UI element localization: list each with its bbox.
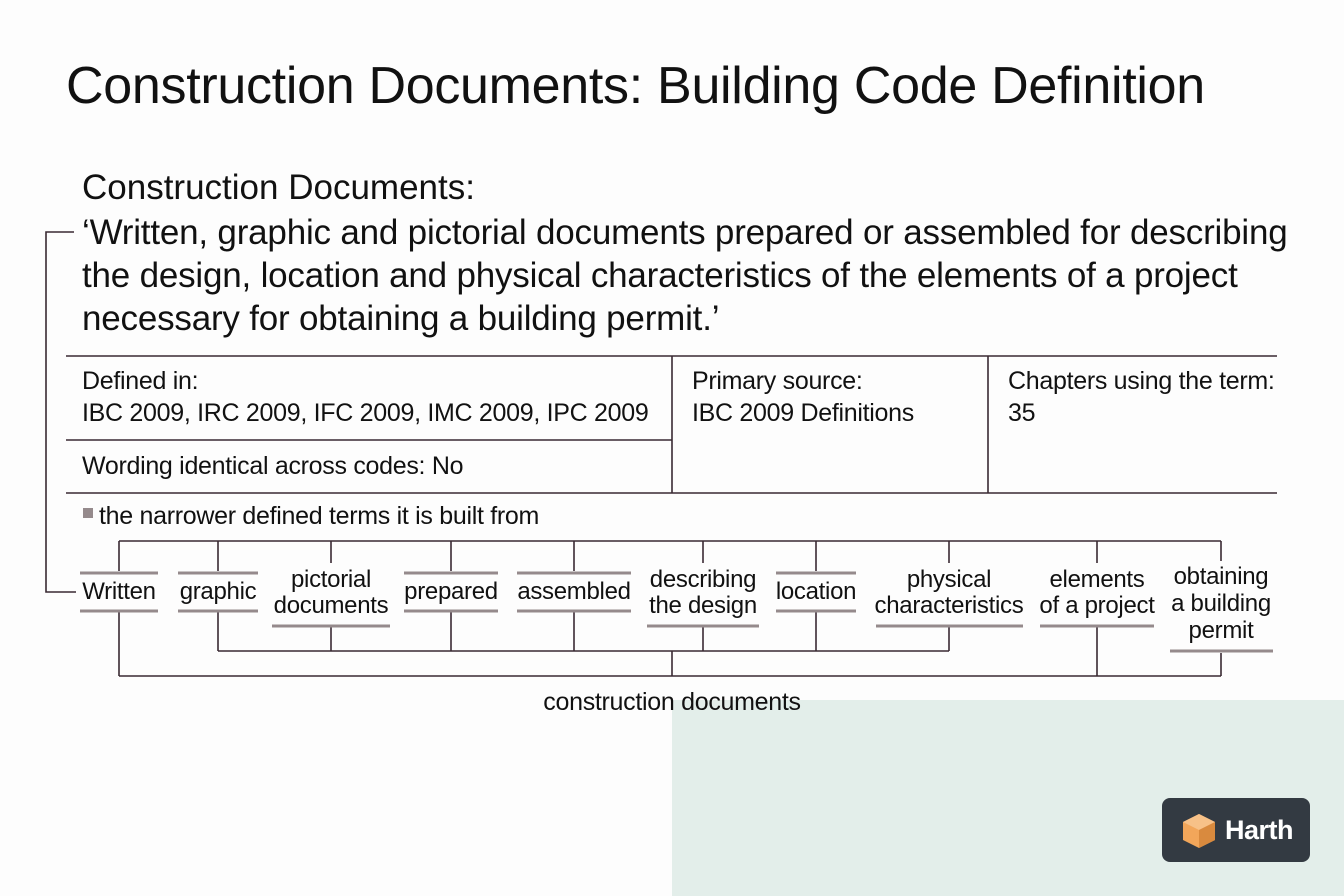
term-graphic: graphic	[179, 578, 257, 605]
definition-term: Construction Documents:	[82, 168, 475, 207]
wording-identical-text: Wording identical across codes: No	[82, 452, 464, 480]
primary-source-value: IBC 2009 Definitions	[692, 399, 914, 427]
defined-in-label: Defined in:	[82, 367, 199, 395]
term-prepared: prepared	[404, 578, 498, 605]
brand-name: Harth	[1224, 814, 1294, 845]
brand-logo: Harth	[1162, 798, 1310, 862]
defined-in-value: IBC 2009, IRC 2009, IFC 2009, IMC 2009, …	[82, 399, 649, 427]
page-title: Construction Documents: Building Code De…	[66, 57, 1205, 115]
cube-icon	[1182, 814, 1215, 848]
root-term-label: construction documents	[543, 688, 801, 716]
legend-text: the narrower defined terms it is built f…	[99, 502, 540, 530]
term-physical-characteristics: physical characteristics	[874, 566, 1024, 619]
legend-swatch	[83, 508, 93, 518]
primary-source-label: Primary source:	[692, 367, 863, 395]
definition-text: ‘Written, graphic and pictorial document…	[82, 213, 1288, 338]
term-written: Written	[82, 578, 156, 605]
term-obtaining-a-building-permit: obtaining a building permit	[1171, 563, 1271, 644]
chapters-value: 35	[1008, 399, 1036, 427]
term-assembled: assembled	[517, 578, 631, 605]
chapters-label: Chapters using the term:	[1008, 367, 1275, 395]
term-location: location	[775, 578, 857, 605]
term-pictorial-documents: pictorial documents	[273, 566, 389, 619]
term-elements-of-a-project: elements of a project	[1039, 566, 1155, 619]
term-describing-the-design: describing the design	[649, 566, 757, 619]
definition-bracket	[45, 231, 76, 593]
